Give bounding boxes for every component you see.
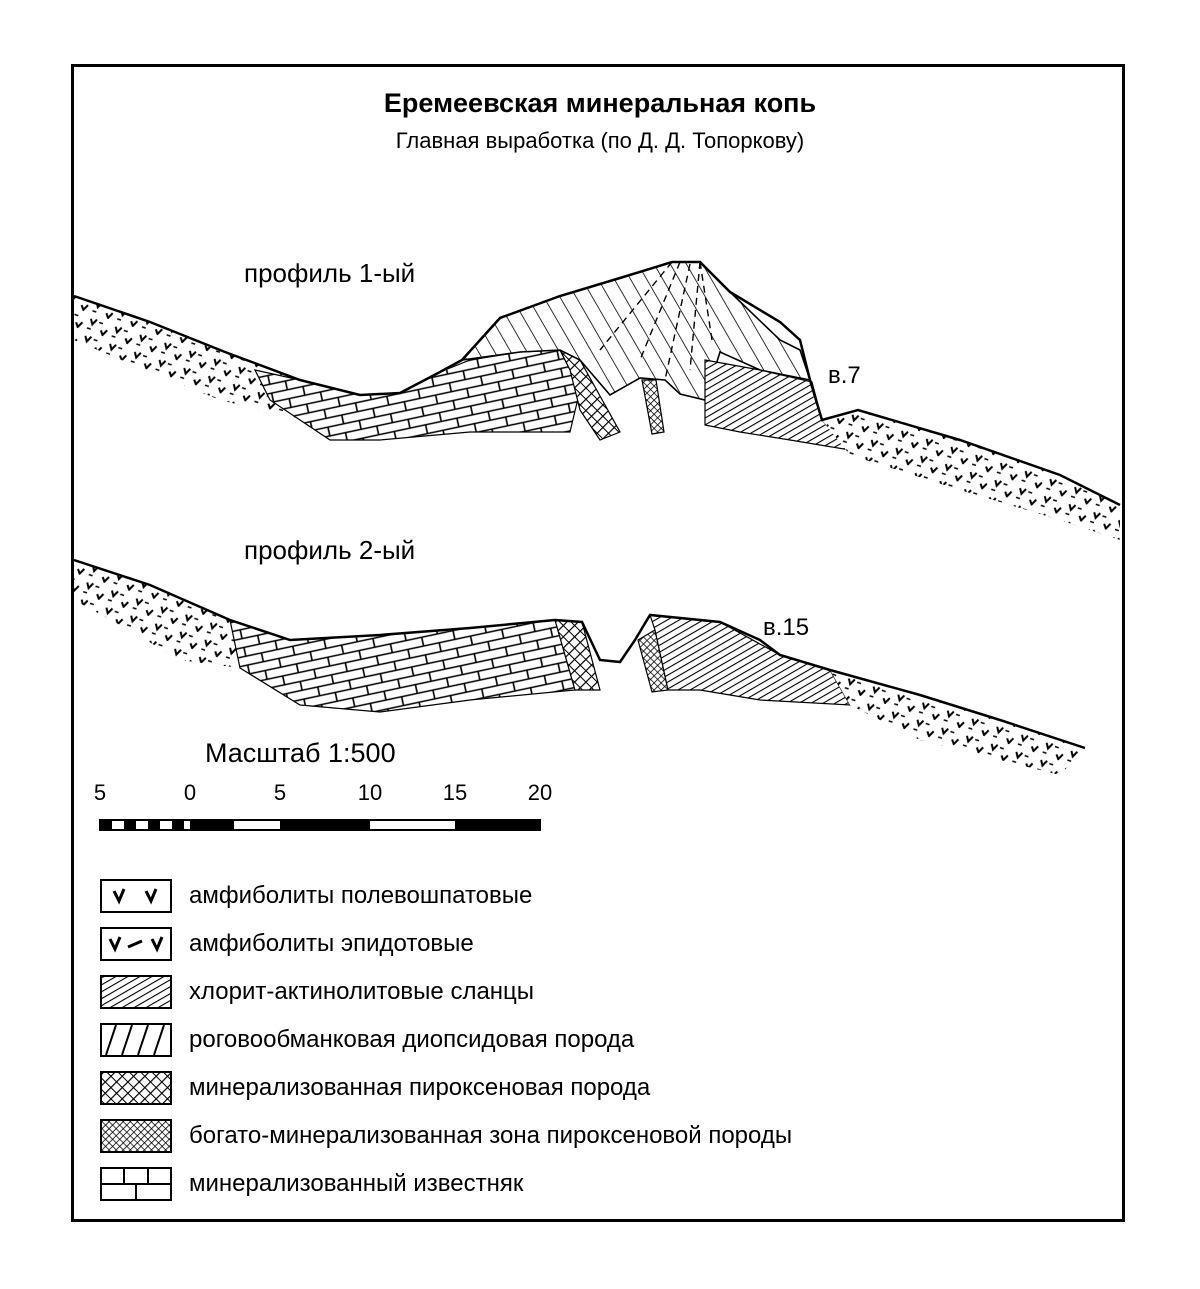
legend-label: амфиболиты эпидотовые [189, 930, 474, 957]
profile-1-rich-zone [641, 379, 665, 435]
profile-1-section [73, 260, 1121, 540]
profile-2-label: профиль 2-ый [244, 535, 416, 565]
legend-item: роговообманковая диопсидовая порода [100, 1016, 792, 1064]
legend-item: минерализованный известняк [100, 1160, 792, 1208]
scale-tick: 5 [93, 780, 107, 805]
profile-2-section [73, 558, 1086, 775]
legend-item: минерализованная пироксеновая порода [100, 1064, 792, 1112]
profile-1-internal-lines [599, 261, 713, 381]
legend-label: роговообманковая диопсидовая порода [189, 1026, 635, 1053]
profile-1-label: профиль 1-ый [244, 258, 416, 288]
cross-hatch-swatch [100, 1071, 172, 1105]
scale-bar [99, 819, 541, 831]
profile-1-marker: в.7 [828, 362, 861, 389]
legend-item: хлорит-актинолитовые сланцы [100, 968, 792, 1016]
legend: амфиболиты полевошпатовые амфиболиты эпи… [100, 872, 792, 1208]
legend-label: амфиболиты полевошпатовые [189, 882, 533, 909]
legend-label: минерализованный известняк [189, 1170, 524, 1197]
profile-2-amphibolite-left [74, 560, 240, 668]
profile-1-amphibolite-right [822, 410, 1120, 540]
profile-2-marker: в.15 [763, 614, 810, 641]
legend-item: амфиболиты эпидотовые [100, 920, 792, 968]
scale-tick: 10 [357, 780, 383, 805]
legend-label: хлорит-актинолитовые сланцы [189, 978, 535, 1005]
scale-tick: 0 [183, 780, 197, 805]
dense-crosshatch-swatch [100, 1119, 172, 1153]
legend-item: богато-минерализованная зона пироксеново… [100, 1112, 792, 1160]
sparse-diagonal-swatch [100, 1023, 172, 1057]
legend-label: минерализованная пироксеновая порода [189, 1074, 651, 1101]
scale-tick: 5 [273, 780, 287, 805]
figure-subtitle: Главная выработка (по Д. Д. Топоркову) [395, 128, 805, 153]
profile-1-surface-line [73, 260, 1121, 507]
profile-2-chlorite-schist [649, 614, 852, 706]
profile-2-amphibolite-right [830, 670, 1085, 775]
profile-2-surface-line [73, 558, 1086, 750]
scale-tick: 15 [442, 780, 468, 805]
legend-label: богато-минерализованная зона пироксеново… [189, 1122, 793, 1149]
dense-hatch-swatch [100, 975, 172, 1009]
v-marks-swatch [100, 879, 172, 913]
figure-frame [71, 64, 1125, 1222]
brick-swatch [100, 1167, 172, 1201]
legend-item: амфиболиты полевошпатовые [100, 872, 792, 920]
scale-title: Масштаб 1:500 [205, 738, 396, 768]
scale-tick: 20 [527, 780, 553, 805]
v-dash-marks-swatch [100, 927, 172, 961]
figure-title: Еремеевская минеральная копь [383, 88, 817, 118]
